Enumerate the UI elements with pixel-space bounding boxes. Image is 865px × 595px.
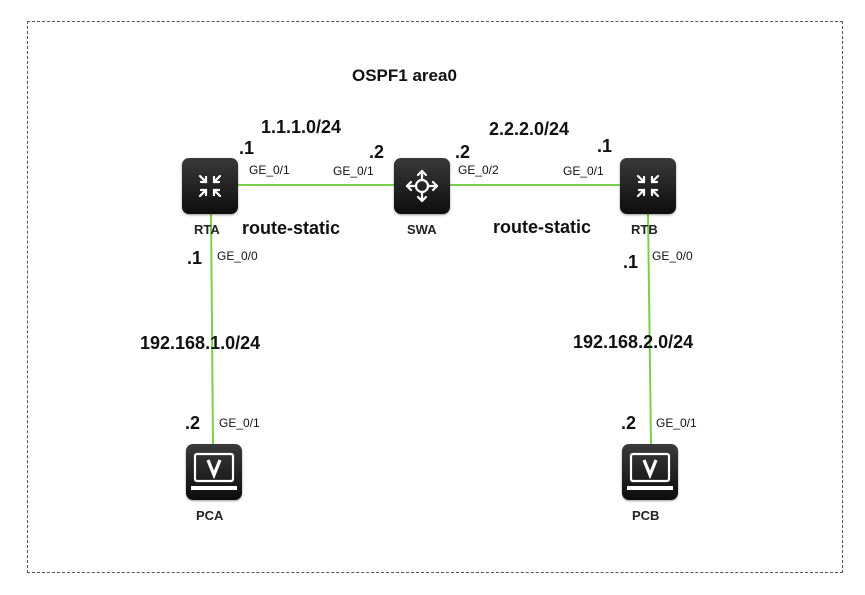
router-rtb[interactable] [620, 158, 676, 214]
link-rta-pca [210, 212, 214, 445]
address-rta-ge01: .1 [239, 138, 255, 158]
link-rtb-pcb [647, 212, 652, 445]
address-pcb-ge01: .2 [621, 413, 637, 433]
address-rtb-ge01: .1 [597, 136, 613, 156]
port-rta-ge00: GE_0/0 [217, 249, 258, 263]
switch-icon [405, 169, 439, 203]
device-label-rtb: RTB [631, 222, 658, 237]
address-swa-ge01: .2 [369, 142, 385, 162]
router-rta[interactable] [182, 158, 238, 214]
network-label-rta-pca: 192.168.1.0/24 [140, 333, 261, 353]
address-swa-ge02: .2 [455, 142, 471, 162]
network-label-rtb-pcb: 192.168.2.0/24 [573, 332, 694, 352]
device-label-pca: PCA [196, 508, 224, 523]
switch-swa[interactable] [394, 158, 450, 214]
address-rtb-ge00: .1 [623, 252, 639, 272]
address-pca-ge01: .2 [185, 413, 201, 433]
network-label-rta-swa: 1.1.1.0/24 [261, 117, 342, 137]
pc-monitor-icon [627, 452, 673, 490]
routing-label-right: route-static [493, 217, 592, 237]
router-icon [636, 174, 660, 198]
routing-label-left: route-static [242, 218, 341, 238]
network-label-swa-rtb: 2.2.2.0/24 [489, 119, 570, 139]
device-label-swa: SWA [407, 222, 437, 237]
router-icon [198, 174, 222, 198]
port-pca-ge01: GE_0/1 [219, 416, 260, 430]
port-swa-ge01: GE_0/1 [333, 164, 374, 178]
pc-pcb[interactable] [622, 444, 678, 500]
device-label-rta: RTA [194, 222, 220, 237]
port-rtb-ge00: GE_0/0 [652, 249, 693, 263]
port-swa-ge02: GE_0/2 [458, 163, 499, 177]
port-rta-ge01: GE_0/1 [249, 163, 290, 177]
diagram-frame [27, 21, 843, 573]
port-rtb-ge01: GE_0/1 [563, 164, 604, 178]
device-label-pcb: PCB [632, 508, 660, 523]
pc-pca[interactable] [186, 444, 242, 500]
port-pcb-ge01: GE_0/1 [656, 416, 697, 430]
pc-monitor-icon [191, 452, 237, 490]
address-rta-ge00: .1 [187, 248, 203, 268]
area-title: OSPF1 area0 [352, 66, 457, 85]
